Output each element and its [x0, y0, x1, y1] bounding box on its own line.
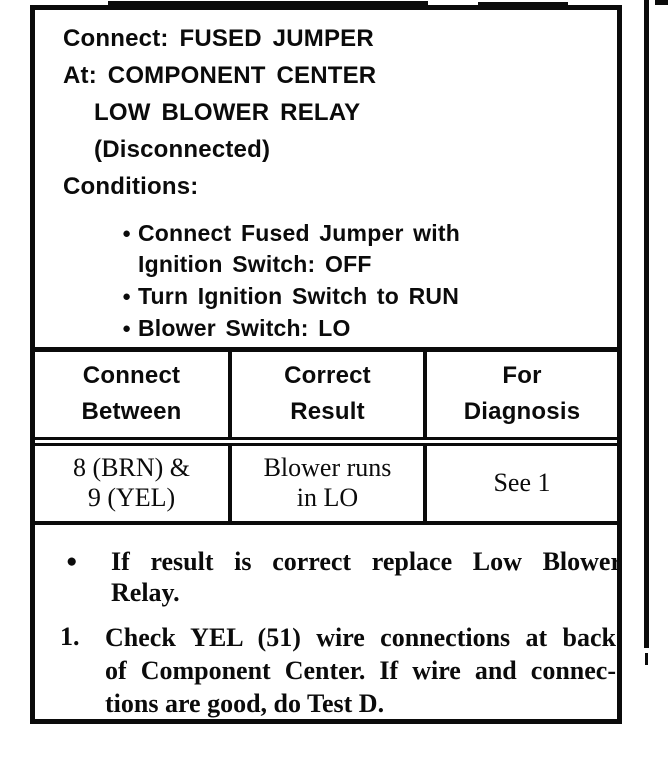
- cell-for-diagnosis: See 1: [427, 446, 617, 521]
- conditions-list: ● Connect Fused Jumper with Ignition Swi…: [63, 218, 617, 344]
- column-header-correct-result: Correct Result: [232, 351, 427, 438]
- at-line: At: COMPONENT CENTER: [63, 62, 377, 89]
- numbered-note: 1. Check YEL (51) wire connections at ba…: [60, 621, 617, 719]
- column-header-line: Between: [81, 398, 182, 426]
- scan-blotch: [478, 2, 568, 6]
- cell-line: Blower runs: [263, 453, 392, 483]
- bullet-icon: ●: [122, 320, 132, 337]
- list-item: ● Connect Fused Jumper with Ignition Swi…: [122, 218, 617, 280]
- note-line: of Component Center. If wire and connec-: [105, 655, 616, 685]
- bullet-icon: ●: [66, 550, 78, 572]
- cell-correct-result: Blower runs in LO: [232, 446, 427, 521]
- state-line: (Disconnected): [94, 136, 271, 163]
- column-header-connect-between: Connect Between: [35, 351, 232, 438]
- location-line: LOW BLOWER RELAY: [94, 99, 361, 126]
- cell-connect-between: 8 (BRN) & 9 (YEL): [35, 446, 232, 521]
- cell-line: 8 (BRN) &: [73, 453, 190, 483]
- page-edge-dash: [645, 653, 648, 665]
- bullet-icon: ●: [122, 288, 132, 305]
- table-row: 8 (BRN) & 9 (YEL) Blower runs in LO See …: [35, 446, 617, 525]
- column-header-line: Result: [290, 398, 365, 426]
- note-text: If result is correct replace Low Blower …: [111, 546, 617, 608]
- condition-line: Turn Ignition Switch to RUN: [138, 283, 460, 309]
- bullet-icon: ●: [122, 225, 132, 242]
- bullet-note: ● If result is correct replace Low Blowe…: [60, 546, 617, 608]
- column-header-line: For: [502, 362, 542, 390]
- column-header-line: Correct: [284, 362, 371, 390]
- note-number: 1.: [60, 621, 80, 651]
- condition-line: Ignition Switch: OFF: [138, 251, 372, 277]
- page-edge-line: [644, 0, 649, 648]
- note-line: Relay.: [111, 577, 180, 607]
- note-line: If result is correct replace Low Blower: [111, 546, 617, 576]
- condition-text: Turn Ignition Switch to RUN: [138, 281, 459, 312]
- note-line: tions are good, do Test D.: [105, 688, 385, 718]
- notes-section: ● If result is correct replace Low Blowe…: [35, 525, 617, 719]
- note-text: Check YEL (51) wire connections at back …: [105, 621, 616, 719]
- column-header-line: Connect: [82, 362, 181, 390]
- conditions-label: Conditions:: [63, 173, 199, 200]
- column-header-line: Diagnosis: [463, 398, 581, 426]
- procedure-header: Connect: FUSED JUMPER At: COMPONENT CENT…: [35, 10, 617, 352]
- list-item: ● Turn Ignition Switch to RUN: [122, 281, 617, 312]
- note-line: Check YEL (51) wire connections at back: [105, 622, 616, 652]
- condition-text: Blower Switch: LO: [138, 313, 351, 344]
- connect-line: Connect: FUSED JUMPER: [63, 25, 374, 52]
- scan-blotch: [108, 1, 428, 6]
- scan-corner-mark: [655, 0, 668, 5]
- condition-line: Blower Switch: LO: [138, 315, 351, 341]
- column-header-for-diagnosis: For Diagnosis: [427, 352, 617, 438]
- cell-line: 9 (YEL): [87, 483, 176, 513]
- diagnostic-test-card: Connect: FUSED JUMPER At: COMPONENT CENT…: [30, 5, 622, 724]
- cell-line: in LO: [296, 483, 359, 513]
- condition-text: Connect Fused Jumper with Ignition Switc…: [138, 218, 460, 280]
- condition-line: Connect Fused Jumper with: [138, 220, 460, 246]
- cell-line: See 1: [493, 468, 551, 498]
- list-item: ● Blower Switch: LO: [122, 313, 617, 344]
- table-header-row: Connect Between Correct Result For Diagn…: [35, 351, 617, 447]
